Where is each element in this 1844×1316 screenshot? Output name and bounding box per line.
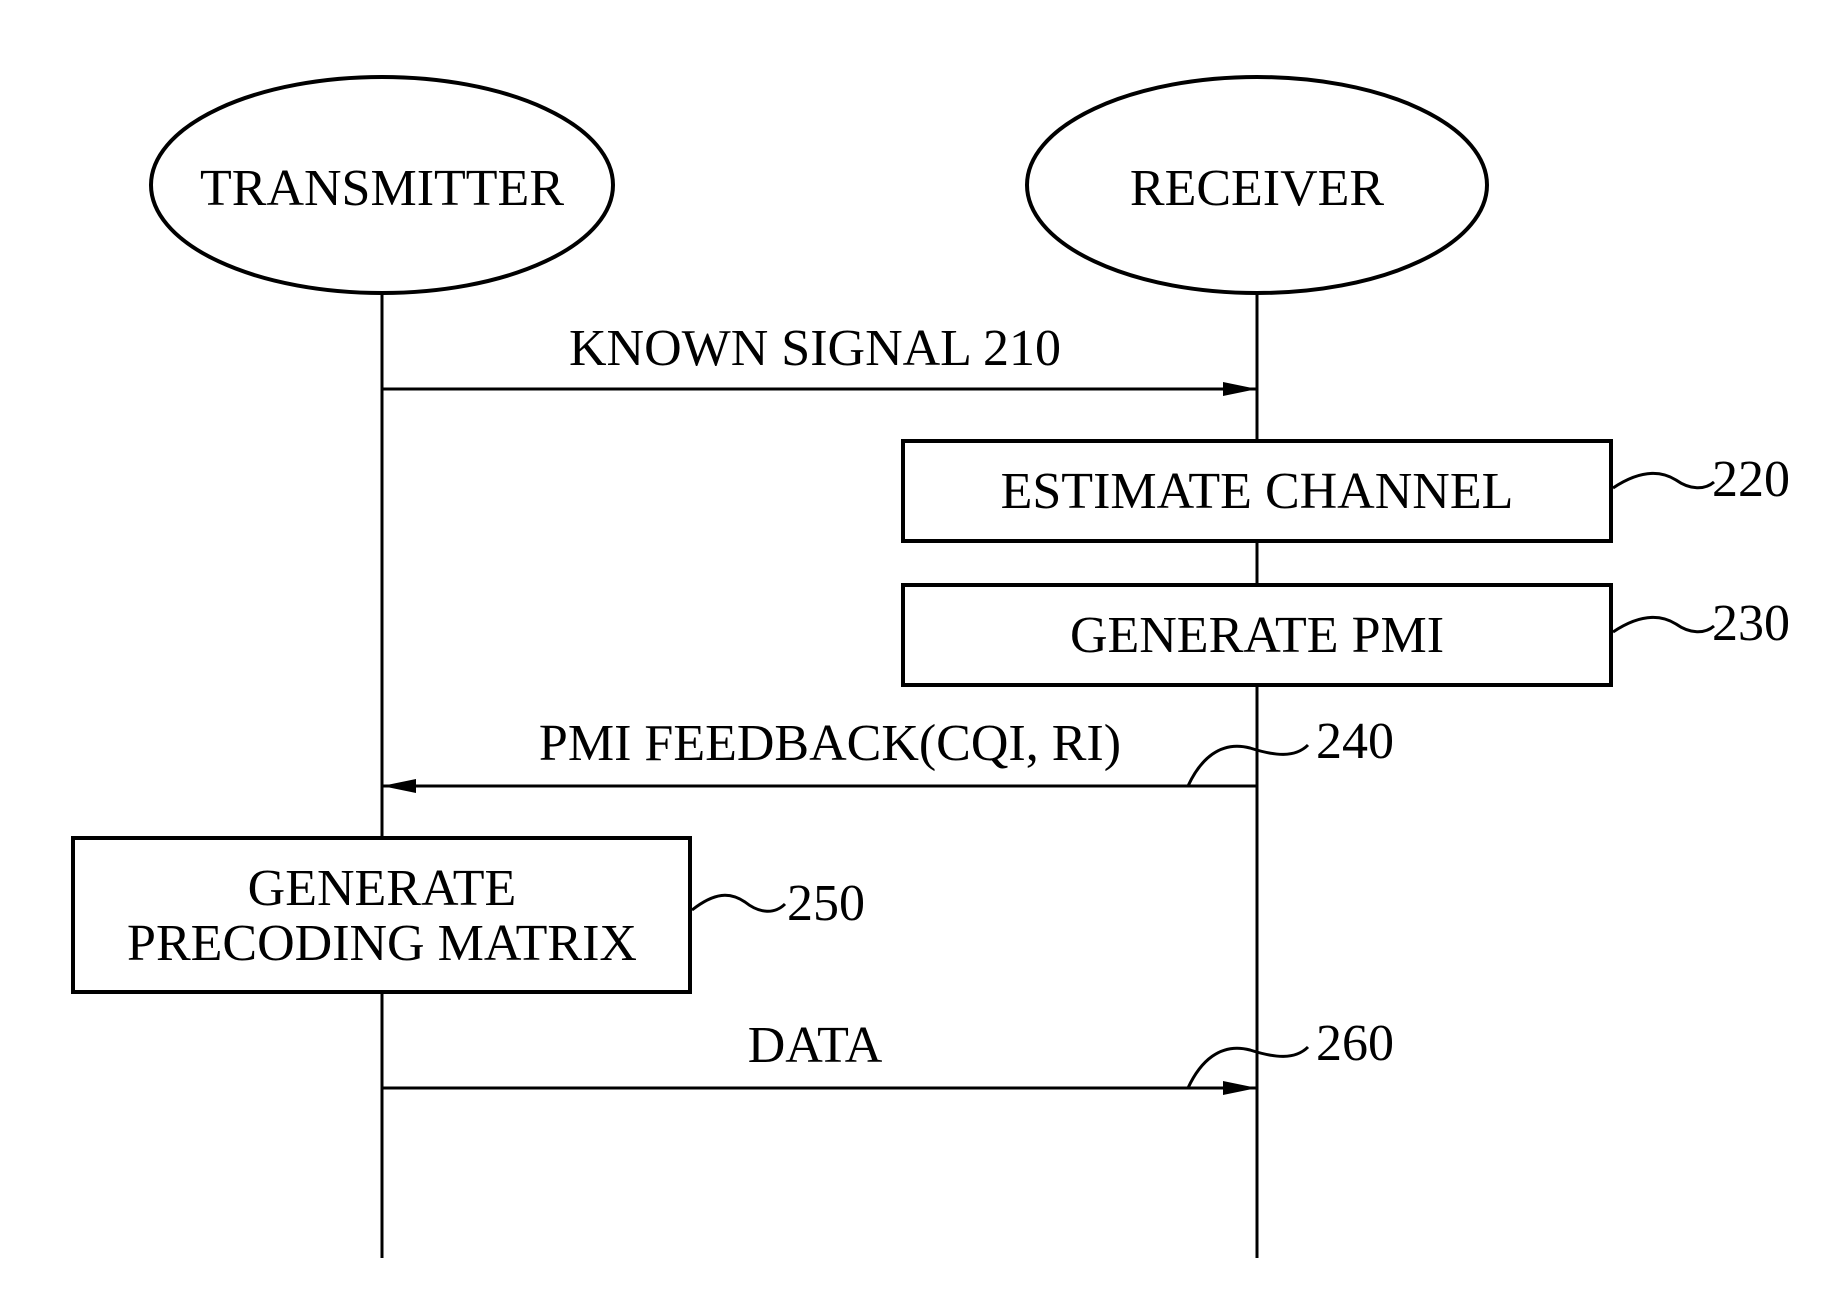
receiver-participant: RECEIVER (1027, 77, 1487, 293)
generate-precoding-leader (692, 895, 785, 911)
transmitter-label: TRANSMITTER (200, 160, 564, 217)
generate-precoding-label-line1: GENERATE (248, 860, 517, 917)
generate-precoding-ref: 250 (787, 875, 865, 932)
data-ref: 260 (1316, 1015, 1394, 1072)
estimate-channel-leader (1613, 473, 1714, 488)
generate-precoding-label-line2: PRECODING MATRIX (127, 915, 637, 972)
generate-pmi-step: GENERATE PMI 230 (903, 585, 1790, 685)
known-signal-message: KNOWN SIGNAL 210 (382, 320, 1257, 389)
receiver-label: RECEIVER (1130, 160, 1385, 217)
known-signal-label: KNOWN SIGNAL 210 (569, 320, 1061, 377)
generate-pmi-ref: 230 (1712, 595, 1790, 652)
pmi-feedback-leader (1188, 745, 1308, 786)
pmi-feedback-message: PMI FEEDBACK(CQI, RI) 240 (382, 713, 1394, 786)
estimate-channel-ref: 220 (1712, 451, 1790, 508)
data-message: DATA 260 (382, 1015, 1394, 1088)
data-leader (1188, 1047, 1308, 1088)
transmitter-participant: TRANSMITTER (151, 77, 613, 293)
estimate-channel-label: ESTIMATE CHANNEL (1001, 463, 1514, 520)
pmi-feedback-label: PMI FEEDBACK(CQI, RI) (539, 715, 1121, 772)
generate-pmi-label: GENERATE PMI (1070, 607, 1444, 664)
estimate-channel-step: ESTIMATE CHANNEL 220 (903, 441, 1790, 541)
pmi-feedback-ref: 240 (1316, 713, 1394, 770)
generate-precoding-step: GENERATE PRECODING MATRIX 250 (73, 838, 865, 992)
generate-pmi-leader (1613, 617, 1714, 632)
data-label: DATA (748, 1017, 883, 1074)
